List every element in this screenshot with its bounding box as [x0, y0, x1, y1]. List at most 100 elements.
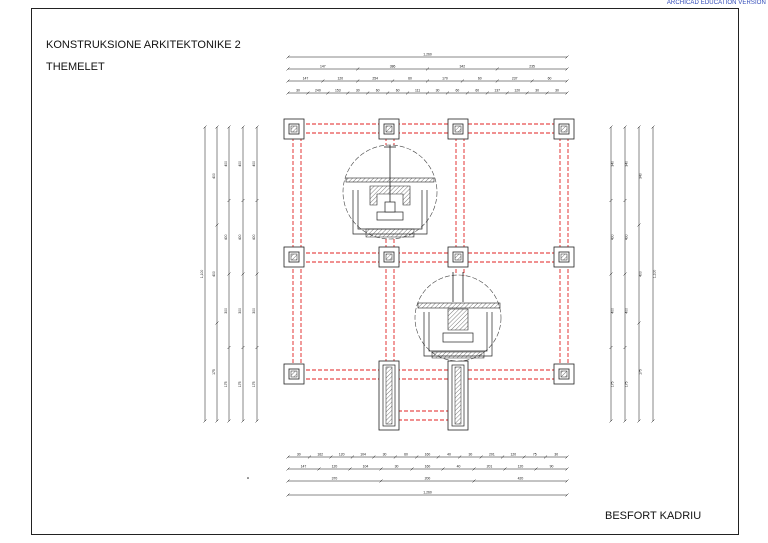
dimension-tick [317, 467, 321, 471]
dimension-tick [215, 321, 219, 325]
dimension-label: 400 [252, 161, 256, 167]
dimension-tick [425, 79, 430, 83]
dimension-tick [441, 467, 445, 471]
dimension-tick [445, 91, 450, 95]
dimension-label: 175 [212, 369, 216, 375]
dimension-label: 30 [356, 89, 360, 93]
dimension-tick [203, 125, 207, 129]
dimension-label: 1,100 [653, 270, 657, 279]
dimension-tick [609, 125, 613, 129]
dimension-label: 400 [252, 234, 256, 240]
dimension-tick [651, 125, 655, 129]
dimension-tick [286, 91, 290, 95]
dimension-label: 60 [408, 77, 412, 81]
dimension-label: 120 [332, 465, 338, 469]
column-section [454, 253, 462, 261]
dimension-lines [203, 55, 655, 497]
dimension-tick [565, 467, 569, 471]
dimension-tick [255, 198, 259, 203]
author-name: BESFORT KADRIU [605, 510, 702, 522]
dimension-label: 175 [639, 369, 643, 375]
dimension-tick [609, 345, 613, 350]
dimension-tick [623, 198, 627, 203]
dimension-label: 40 [447, 453, 451, 457]
dimension-label: 400 [224, 234, 228, 240]
dimension-label: 170 [442, 77, 448, 81]
dimension-tick [286, 67, 290, 71]
dimension-tick [286, 493, 290, 497]
dimension-label: 60 [478, 77, 482, 81]
dimension-tick [505, 91, 509, 95]
dimension-tick [545, 91, 549, 95]
dimension-tick [503, 467, 507, 471]
dimension-tick [366, 91, 370, 95]
dimension-tick [286, 467, 290, 471]
dimension-label: 60 [456, 89, 460, 93]
dimension-tick [307, 455, 312, 459]
dimension-tick [623, 125, 627, 129]
dimension-tick [525, 91, 529, 95]
dimension-tick [255, 125, 259, 129]
dimension-label: 175 [252, 381, 256, 387]
dimension-tick [215, 419, 219, 423]
dimension-tick [425, 67, 430, 71]
column-section [560, 370, 568, 378]
column-section [560, 125, 568, 133]
dimension-tick [385, 91, 390, 95]
dimension-label: 30 [469, 453, 473, 457]
drawing-title: KONSTRUKSIONE ARKITEKTONIKE 2 [46, 39, 241, 51]
dimension-label: 147 [320, 65, 326, 69]
dimension-label: 120 [518, 465, 524, 469]
dimension-label: 400 [625, 234, 629, 240]
watermark-text: ARCHICAD EDUCATION VERSION [666, 0, 766, 6]
dimension-tick [530, 79, 534, 83]
dimension-label: 400 [625, 308, 629, 314]
dimension-label: 111 [415, 89, 420, 93]
stray-dot [247, 477, 249, 479]
dimension-tick [227, 345, 231, 350]
dimension-label: 400 [611, 308, 615, 314]
dimension-label: 254 [372, 77, 378, 81]
dimension-tick [329, 455, 333, 459]
dimension-tick [609, 198, 613, 203]
column-section [385, 253, 393, 261]
dimension-tick [415, 455, 419, 459]
dimension-tick [465, 91, 470, 95]
dimension-tick [405, 91, 410, 95]
dimension-tick [637, 419, 641, 423]
dimension-tick [565, 91, 569, 95]
dimension-label: 240 [315, 89, 321, 93]
dimension-label: 300 [252, 308, 256, 314]
dimension-tick [565, 493, 569, 497]
dimension-label: 175 [625, 381, 629, 387]
drawing-sheet [31, 8, 739, 535]
dimension-tick [495, 79, 499, 83]
dimension-tick [623, 419, 627, 423]
wall-section [385, 366, 393, 425]
dimension-tick [460, 79, 465, 83]
dimension-label: 175 [224, 381, 228, 387]
dimension-label: 340 [611, 161, 615, 167]
dimension-label: 60 [475, 89, 479, 93]
wall-section [454, 366, 462, 425]
dimension-tick [637, 125, 641, 129]
dimension-tick [623, 345, 627, 350]
dimension-tick [393, 455, 397, 459]
column-section [385, 125, 393, 133]
dimension-tick [472, 467, 476, 471]
dimension-tick [321, 79, 325, 83]
dimension-tick [348, 467, 352, 471]
dimension-label: 137 [494, 89, 500, 93]
dimension-tick [241, 419, 245, 423]
dimension-label: 400 [639, 271, 643, 277]
dimension-tick [609, 419, 613, 423]
dimension-label: 370 [332, 477, 338, 481]
dimension-label: 30 [554, 453, 558, 457]
dimension-label: 30 [297, 453, 301, 457]
drawing-subtitle: THEMELET [46, 61, 105, 73]
dimension-label: 153 [335, 89, 341, 93]
dimension-label: 162 [317, 453, 323, 457]
dimension-tick [356, 67, 360, 71]
dimension-tick [227, 198, 231, 203]
